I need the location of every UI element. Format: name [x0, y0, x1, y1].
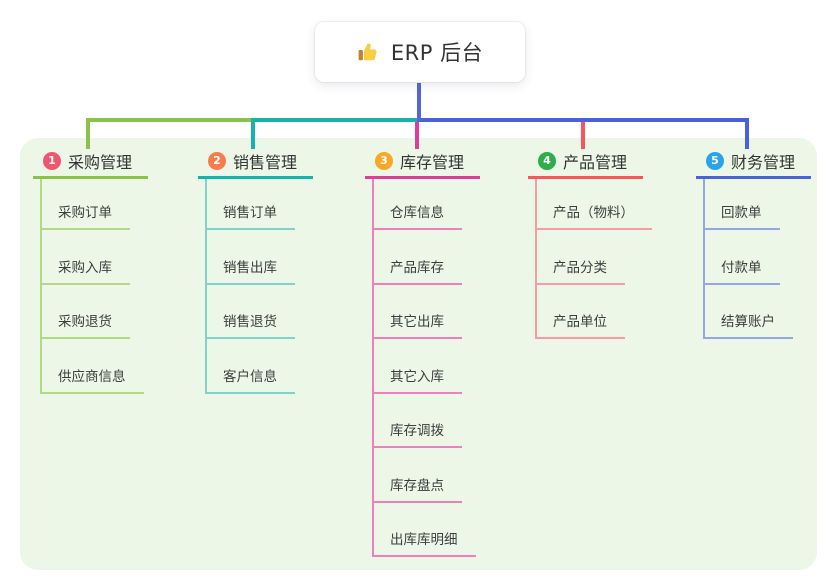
branch-1-child-4-label: 供应商信息 [58, 368, 126, 385]
branch-4-header[interactable]: 4 产品管理 [528, 145, 644, 179]
branch-3-child-1-label: 仓库信息 [390, 205, 444, 221]
branch-4-child-1-label: 产品（物料） [553, 205, 634, 221]
branch-1-child-3[interactable]: 采购退货 [42, 285, 130, 339]
branch-3-child-5-label: 库存调拨 [390, 423, 444, 439]
branch-2-label: 销售管理 [233, 152, 298, 172]
branch-3: 3 库存管理仓库信息产品库存其它出库其它入库库存调拨库存盘点出库库明细 [365, 145, 481, 557]
branch-5-child-2-label: 付款单 [721, 259, 762, 276]
branch-4-child-3-label: 产品单位 [553, 314, 607, 330]
branch-3-label: 库存管理 [400, 152, 465, 172]
branch-3-child-3-label: 其它出库 [390, 314, 444, 330]
branch-3-children: 仓库信息产品库存其它出库其它入库库存调拨库存盘点出库库明细 [372, 179, 476, 557]
branch-3-child-4-label: 其它入库 [390, 368, 444, 385]
branch-4: 4 产品管理产品（物料） 产品分类产品单位 [528, 145, 652, 339]
branch-4-children: 产品（物料） 产品分类产品单位 [535, 179, 652, 339]
branch-1-child-4[interactable]: 供应商信息 [42, 339, 144, 394]
branch-2-child-2[interactable]: 销售出库 [207, 230, 295, 285]
root-node[interactable]: ERP 后台 [315, 22, 525, 82]
branch-5-number-badge: 5 [706, 151, 724, 170]
branch-1-header[interactable]: 1 采购管理 [33, 145, 149, 179]
branch-1-child-2[interactable]: 采购入库 [42, 230, 130, 285]
branch-1-child-3-label: 采购退货 [58, 314, 112, 330]
branch-2-child-1-label: 销售订单 [223, 205, 277, 221]
branch-1-child-1-label: 采购订单 [58, 205, 112, 221]
branch-5-child-3[interactable]: 结算账户 [705, 285, 793, 339]
branch-5-label: 财务管理 [731, 152, 796, 172]
branch-4-child-3[interactable]: 产品单位 [537, 285, 625, 339]
branch-3-child-4[interactable]: 其它入库 [374, 339, 462, 394]
branch-1-label: 采购管理 [68, 152, 133, 172]
branch-5-child-1[interactable]: 回款单 [705, 179, 780, 230]
branch-3-child-7-label: 出库库明细 [390, 532, 458, 548]
branch-3-child-7[interactable]: 出库库明细 [374, 503, 476, 557]
branch-5-child-3-label: 结算账户 [721, 314, 775, 330]
branch-1-child-1[interactable]: 采购订单 [42, 179, 130, 230]
branch-2-child-3[interactable]: 销售退货 [207, 285, 295, 339]
branches-panel [20, 138, 817, 570]
branch-5-child-2[interactable]: 付款单 [705, 230, 780, 285]
thumbs-up-icon [357, 40, 381, 64]
branch-4-label: 产品管理 [563, 152, 628, 172]
branch-3-child-6[interactable]: 库存盘点 [374, 448, 462, 503]
branch-3-child-6-label: 库存盘点 [390, 477, 444, 494]
branch-2-child-3-label: 销售退货 [223, 314, 277, 330]
branch-2-child-1[interactable]: 销售订单 [207, 179, 295, 230]
root-title: ERP 后台 [390, 41, 484, 65]
branch-3-header[interactable]: 3 库存管理 [365, 145, 481, 179]
branch-1-number-badge: 1 [43, 151, 61, 170]
branch-4-number-badge: 4 [538, 151, 556, 170]
branch-3-child-5[interactable]: 库存调拨 [374, 394, 462, 448]
branch-3-child-2-label: 产品库存 [390, 259, 444, 276]
branch-2-child-2-label: 销售出库 [223, 259, 277, 276]
branch-5-child-1-label: 回款单 [721, 205, 762, 221]
branch-2: 2 销售管理销售订单销售出库销售退货客户信息 [198, 145, 314, 394]
branch-2-child-4[interactable]: 客户信息 [207, 339, 295, 394]
branch-5: 5 财务管理回款单付款单结算账户 [696, 145, 812, 339]
branch-2-number-badge: 2 [208, 151, 226, 170]
branch-5-children: 回款单付款单结算账户 [703, 179, 793, 339]
branch-2-children: 销售订单销售出库销售退货客户信息 [205, 179, 295, 394]
branch-4-child-2-label: 产品分类 [553, 259, 607, 276]
branch-2-header[interactable]: 2 销售管理 [198, 145, 314, 179]
branch-1-children: 采购订单采购入库采购退货供应商信息 [40, 179, 144, 394]
branch-2-child-4-label: 客户信息 [223, 368, 277, 385]
branch-1-child-2-label: 采购入库 [58, 259, 112, 276]
branch-3-child-2[interactable]: 产品库存 [374, 230, 462, 285]
branch-1: 1 采购管理采购订单采购入库采购退货供应商信息 [33, 145, 149, 394]
branch-4-child-2[interactable]: 产品分类 [537, 230, 625, 285]
branch-5-header[interactable]: 5 财务管理 [696, 145, 812, 179]
branch-3-child-1[interactable]: 仓库信息 [374, 179, 462, 230]
branch-4-child-1[interactable]: 产品（物料） [537, 179, 652, 230]
branch-3-number-badge: 3 [375, 151, 393, 170]
branch-3-child-3[interactable]: 其它出库 [374, 285, 462, 339]
